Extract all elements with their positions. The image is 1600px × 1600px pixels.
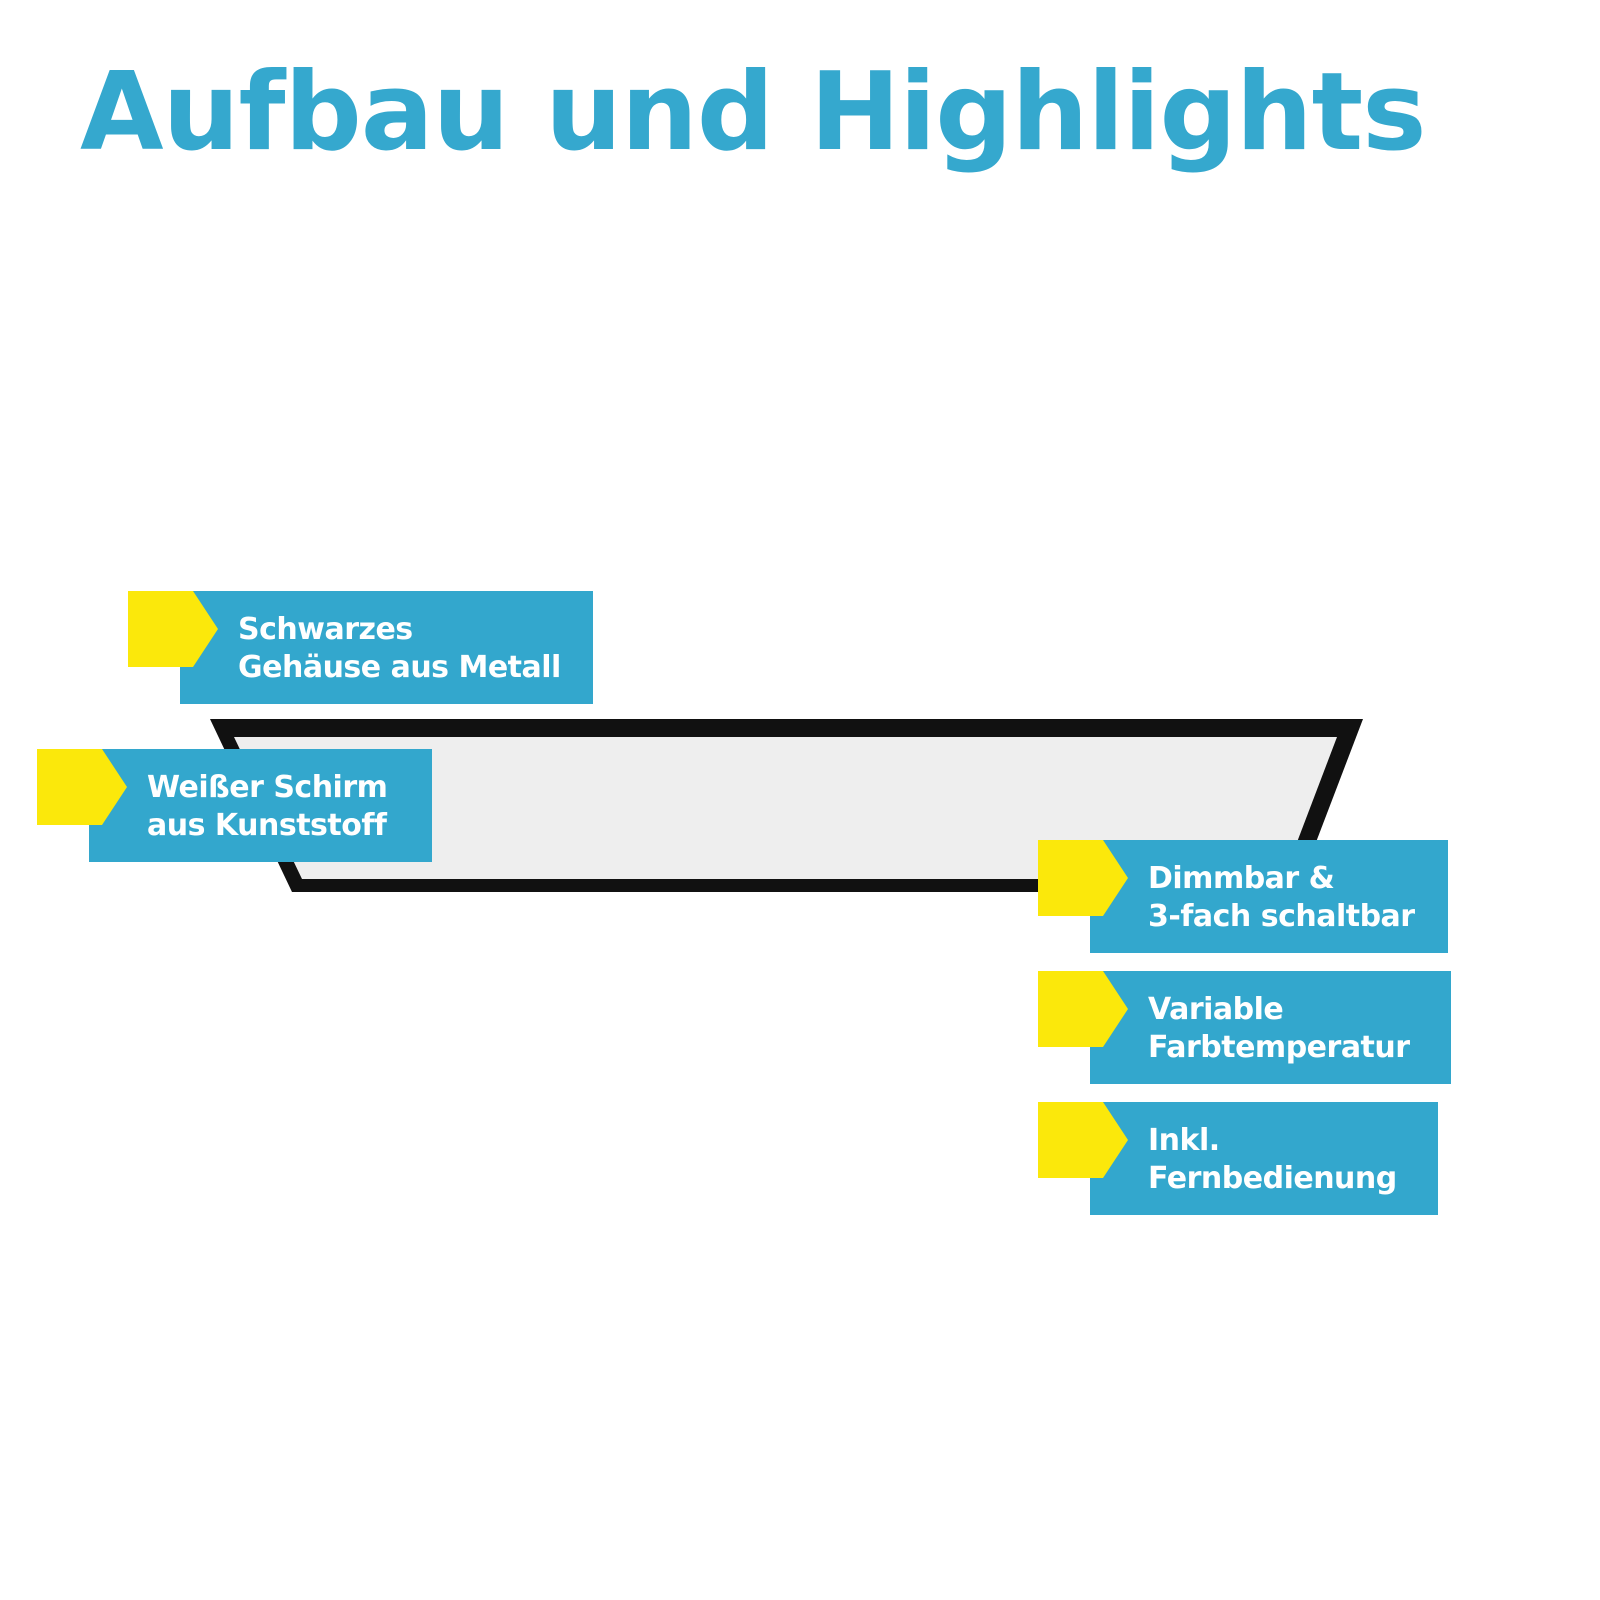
callout-text-line-2: 3-fach schaltbar — [1148, 899, 1415, 934]
callout-label-box: Inkl. Fernbedienung — [1090, 1102, 1438, 1215]
callout-label-box: Dimmbar & 3-fach schaltbar — [1090, 840, 1448, 953]
callout-label-box: Schwarzes Gehäuse aus Metall — [180, 591, 593, 704]
callout-text-line-1: Variable — [1148, 992, 1284, 1027]
callout-text-line-2: Fernbedienung — [1148, 1161, 1397, 1196]
callout-text-line-1: Inkl. — [1148, 1123, 1220, 1158]
callout-text-line-1: Dimmbar & — [1148, 861, 1335, 896]
callout-text-line-1: Weißer Schirm — [147, 770, 388, 805]
callout-text-line-2: Gehäuse aus Metall — [238, 650, 561, 685]
callout-text-line-2: Farbtemperatur — [1148, 1030, 1410, 1065]
callout-label-box: Variable Farbtemperatur — [1090, 971, 1451, 1084]
callout-label-box: Weißer Schirm aus Kunststoff — [89, 749, 432, 862]
callout-text-line-1: Schwarzes — [238, 612, 413, 647]
callout-text-line-2: aus Kunststoff — [147, 808, 387, 843]
page-title: Aufbau und Highlights — [80, 50, 1427, 175]
